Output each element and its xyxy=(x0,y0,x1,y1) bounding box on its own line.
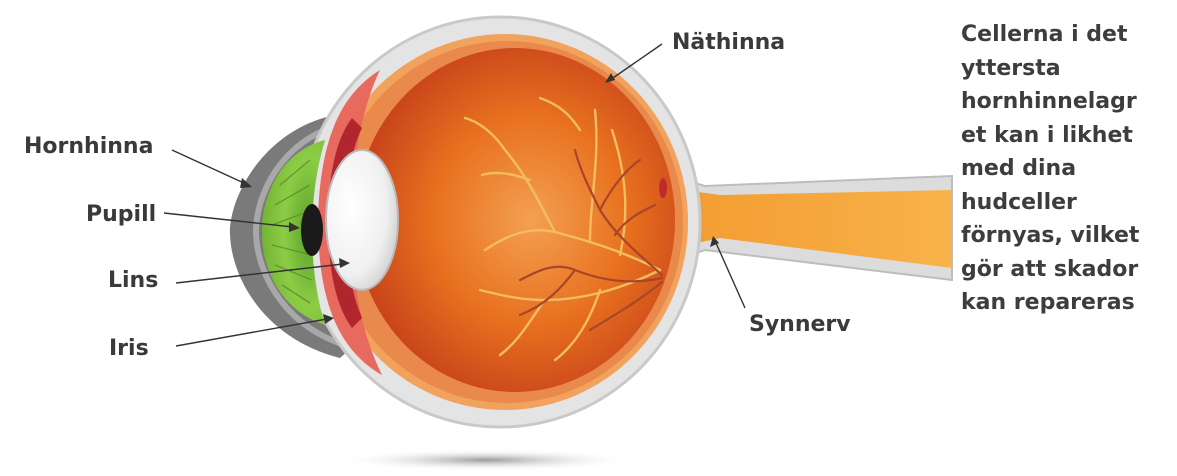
drop-shadow xyxy=(336,449,636,471)
label-retina: Näthinna xyxy=(672,30,785,55)
label-cornea: Hornhinna xyxy=(24,134,153,159)
optic-disc xyxy=(659,178,667,198)
label-pupil: Pupill xyxy=(86,202,156,227)
cornea-renewal-callout: Cellerna i det yttersta hornhinnelagr et… xyxy=(961,18,1173,320)
lens xyxy=(326,150,398,290)
label-iris: Iris xyxy=(109,336,149,361)
pupil xyxy=(301,204,323,256)
label-optic-nerve: Synnerv xyxy=(749,312,851,337)
label-lens: Lins xyxy=(108,268,158,293)
